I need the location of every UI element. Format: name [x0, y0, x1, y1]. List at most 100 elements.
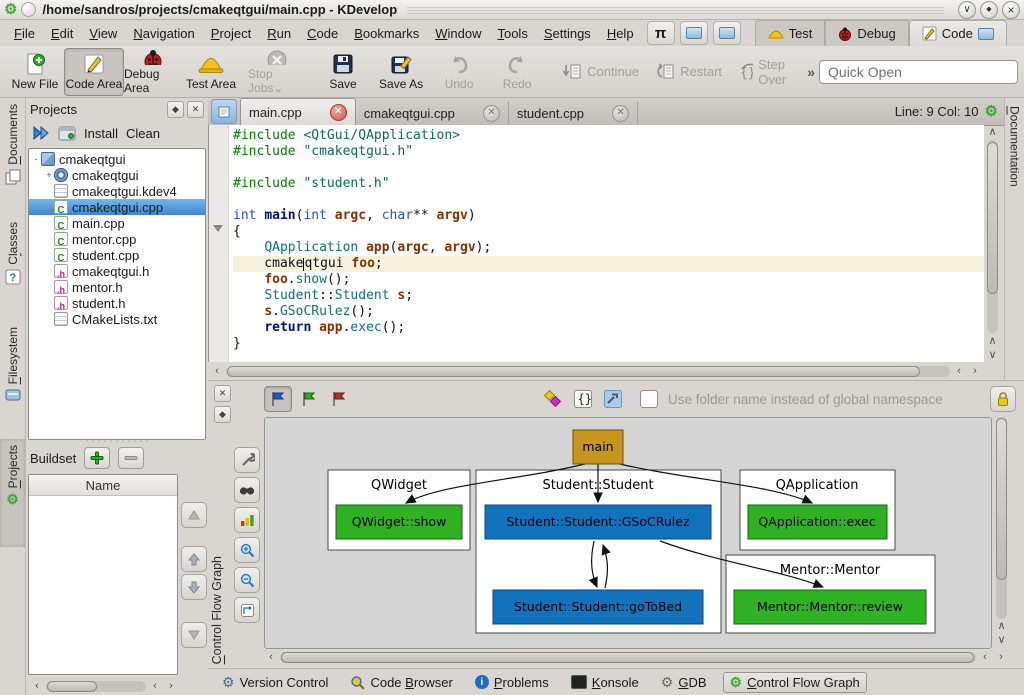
project-grouping-button[interactable]	[600, 387, 626, 411]
expander-icon[interactable]: -	[34, 154, 38, 164]
code-line[interactable]: foo.show();	[264, 272, 351, 287]
sidebar-tab-filesystem[interactable]: Filesystem	[0, 321, 25, 439]
code-lines[interactable]: #include <QtGui/QApplication>#include "c…	[229, 125, 984, 362]
menu-settings[interactable]: Settings	[543, 25, 591, 41]
menu-run[interactable]: Run	[267, 25, 292, 41]
scroll-left-icon[interactable]: ‹	[215, 365, 219, 377]
node-qwidget-show[interactable]	[335, 504, 463, 540]
editor-icon-border[interactable]	[209, 125, 229, 362]
move-up-button[interactable]	[181, 546, 207, 572]
tree-item[interactable]: student.h	[29, 295, 205, 311]
scroll-left-icon[interactable]: ‹	[983, 651, 987, 663]
node-main[interactable]	[572, 429, 624, 465]
move-down-button[interactable]	[181, 574, 207, 600]
tab-cmakeqtgui-cpp[interactable]: cmakeqtgui.cpp ✕	[356, 101, 509, 125]
sidebar-tab-documents[interactable]: Documents	[0, 98, 25, 216]
move-to-bottom-button[interactable]	[181, 622, 207, 648]
code-editor[interactable]: #include <QtGui/QApplication>#include "c…	[208, 125, 984, 362]
minimize-button[interactable]	[958, 0, 976, 19]
restart-button[interactable]: Restart	[647, 57, 730, 87]
code-line[interactable]: }	[233, 336, 241, 351]
red-flag-button[interactable]	[326, 387, 352, 411]
menu-view[interactable]: View	[89, 25, 118, 41]
area-debug-button[interactable]: Debug	[825, 20, 909, 46]
code-line[interactable]: int main(int argc, char** argv)	[233, 208, 476, 223]
build-icon[interactable]	[58, 126, 76, 141]
tab-student-cpp[interactable]: student.cpp ✕	[509, 101, 639, 125]
chart-button[interactable]	[234, 507, 260, 533]
close-toolview-button[interactable]: ✕	[214, 385, 231, 402]
continue-button[interactable]: Continue	[554, 57, 647, 87]
settings-button[interactable]	[234, 447, 260, 473]
sidebar-tab-projects[interactable]: Projects ⚙	[0, 439, 25, 547]
code-line[interactable]: #include <QtGui/QApplication>	[233, 128, 460, 143]
menu-navigation[interactable]: Navigation	[133, 25, 195, 41]
scroll-right-icon[interactable]: ›	[999, 651, 1003, 663]
green-flag-button[interactable]	[296, 387, 322, 411]
scroll-left-icon[interactable]: ‹	[153, 679, 157, 692]
sidebar-tab-classes[interactable]: Classes ?	[0, 216, 25, 321]
detach-toolview-button[interactable]: ◆	[167, 100, 184, 118]
code-line[interactable]: s.GSoCRulez();	[264, 304, 374, 319]
install-button[interactable]: Install	[84, 125, 118, 141]
execute-icon[interactable]	[32, 125, 50, 141]
code-line[interactable]: cmakeqtgui foo;	[233, 256, 984, 272]
move-to-top-button[interactable]	[181, 502, 207, 528]
code-line[interactable]: Student::Student s;	[264, 288, 414, 303]
document-switcher-button[interactable]	[211, 99, 237, 124]
projects-hscrollbar[interactable]: ‹ ‹ ›	[30, 679, 178, 693]
code-line[interactable]	[233, 192, 984, 208]
tree-item[interactable]: mentor.cpp	[29, 231, 205, 247]
code-line[interactable]	[233, 160, 984, 176]
session-button[interactable]	[679, 21, 708, 45]
menu-code[interactable]: Code	[307, 25, 339, 41]
close-button[interactable]	[1002, 0, 1020, 19]
node-student-gotobed[interactable]	[492, 589, 704, 625]
scroll-up-icon[interactable]: ∧	[988, 125, 997, 138]
node-student-gsocrulez[interactable]	[484, 504, 712, 540]
use-folder-name-checkbox[interactable]	[640, 390, 658, 408]
scroll-up-icon[interactable]: ∧	[988, 334, 997, 347]
code-area-button[interactable]: Code Area	[64, 47, 124, 96]
code-line[interactable]: #include "student.h"	[233, 176, 390, 191]
new-file-button[interactable]: New File	[6, 49, 64, 95]
menu-help[interactable]: Help	[606, 25, 634, 41]
scroll-left-icon[interactable]: ‹	[35, 679, 39, 692]
menu-bookmarks[interactable]: Bookmarks	[354, 25, 420, 41]
menu-file[interactable]: File	[14, 25, 35, 41]
scroll-down-icon[interactable]: ∨	[997, 633, 1006, 646]
menu-project[interactable]: Project	[210, 25, 252, 41]
menu-window[interactable]: Window	[435, 25, 482, 41]
graph-canvas[interactable]: QWidget Student::Student QApplication Me…	[264, 417, 992, 649]
code-line[interactable]: #include "cmakeqtgui.h"	[233, 144, 414, 159]
titlebar-menu-button[interactable]	[21, 2, 37, 17]
tree-item[interactable]: student.cpp	[29, 247, 205, 263]
control-flow-graph-tab-label[interactable]: Control Flow Graph	[210, 555, 224, 664]
titlebar[interactable]: ⚙ /home/sandros/projects/cmakeqtgui/main…	[0, 0, 1024, 20]
editor-hscrollbar[interactable]: ‹ ‹ ›	[210, 364, 982, 379]
zoom-out-button[interactable]	[234, 567, 260, 593]
close-tab-icon[interactable]: ✕	[482, 104, 500, 122]
buildset-name-header[interactable]: Name	[29, 475, 177, 496]
control-flow-graph-button[interactable]: ⚙ Control Flow Graph	[722, 671, 867, 693]
tab-main-cpp[interactable]: main.cpp ✕	[240, 98, 356, 125]
detach-toolview-button[interactable]: ◆	[214, 406, 231, 423]
step-over-button[interactable]: {} Step Over	[730, 57, 803, 87]
clustering-button[interactable]	[540, 387, 566, 411]
scroll-left-icon[interactable]: ‹	[957, 365, 961, 377]
panel-splitter[interactable]	[86, 439, 148, 442]
tree-item[interactable]: cmakeqtgui.kdev4	[29, 183, 205, 199]
tree-item[interactable]: main.cpp	[29, 215, 205, 231]
expander-icon[interactable]: +	[46, 170, 52, 180]
version-control-button[interactable]: ⚙ Version Control	[216, 673, 334, 692]
menu-edit[interactable]: Edit	[50, 25, 74, 41]
close-tab-icon[interactable]: ✕	[329, 103, 347, 121]
sidebar-tab-documentation[interactable]: Documentation	[1007, 106, 1022, 187]
menu-tools[interactable]: Tools	[497, 25, 528, 41]
tree-item[interactable]: +cmakeqtgui	[29, 167, 205, 183]
close-tab-icon[interactable]: ✕	[612, 104, 630, 122]
test-area-button[interactable]: Test Area	[182, 49, 240, 95]
debug-area-button[interactable]: Debug Area	[124, 49, 182, 95]
remove-from-buildset-button[interactable]	[118, 447, 145, 469]
lock-button[interactable]	[990, 386, 1016, 412]
